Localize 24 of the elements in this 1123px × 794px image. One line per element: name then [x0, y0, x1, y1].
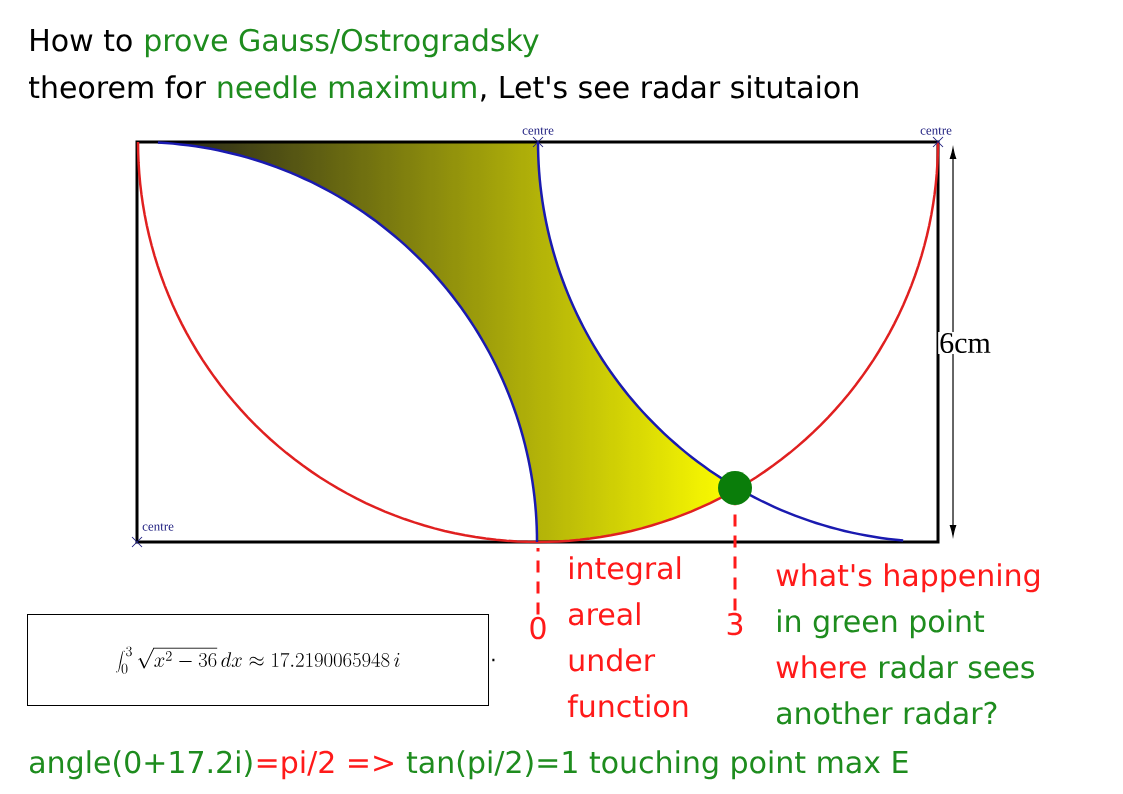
point-marker — [718, 471, 752, 505]
leader-line — [536, 548, 540, 615]
heading-text: How to — [31, 29, 132, 52]
conclusion-text: angle(0+17.2i) — [30, 750, 252, 780]
heading-text: theorem for — [29, 75, 206, 99]
heading-text: , Let's see radar situtaion — [481, 75, 858, 102]
formula-box: $\int_0^3 \sqrt{x^2-36}\,dx \approx 17.2190065948\,i$ — [27, 614, 489, 706]
axis-value: 3 — [727, 612, 743, 636]
heading-text: prove Gauss/Ostrogradsky — [146, 28, 539, 58]
conclusion-text: =pi/2 => — [257, 750, 393, 780]
conclusion-text: tan(pi/2)=1 touching point max E — [406, 750, 908, 780]
axis-value: 0 — [530, 616, 546, 640]
note-text: where — [776, 655, 866, 679]
note-text: radar sees — [880, 655, 1034, 679]
period: . — [492, 658, 495, 662]
centre-label: centre — [919, 126, 953, 136]
note-text: another radar? — [777, 701, 997, 725]
centre-label: centre — [521, 126, 555, 136]
centre-label: centre — [141, 522, 175, 532]
dimension-label: 6cm — [938, 331, 992, 355]
note-text: integral areal under function — [567, 556, 688, 718]
note-text: in green point — [778, 609, 985, 639]
heading-text: needle maximum — [218, 75, 476, 99]
note-text: what's happening — [776, 563, 1039, 593]
